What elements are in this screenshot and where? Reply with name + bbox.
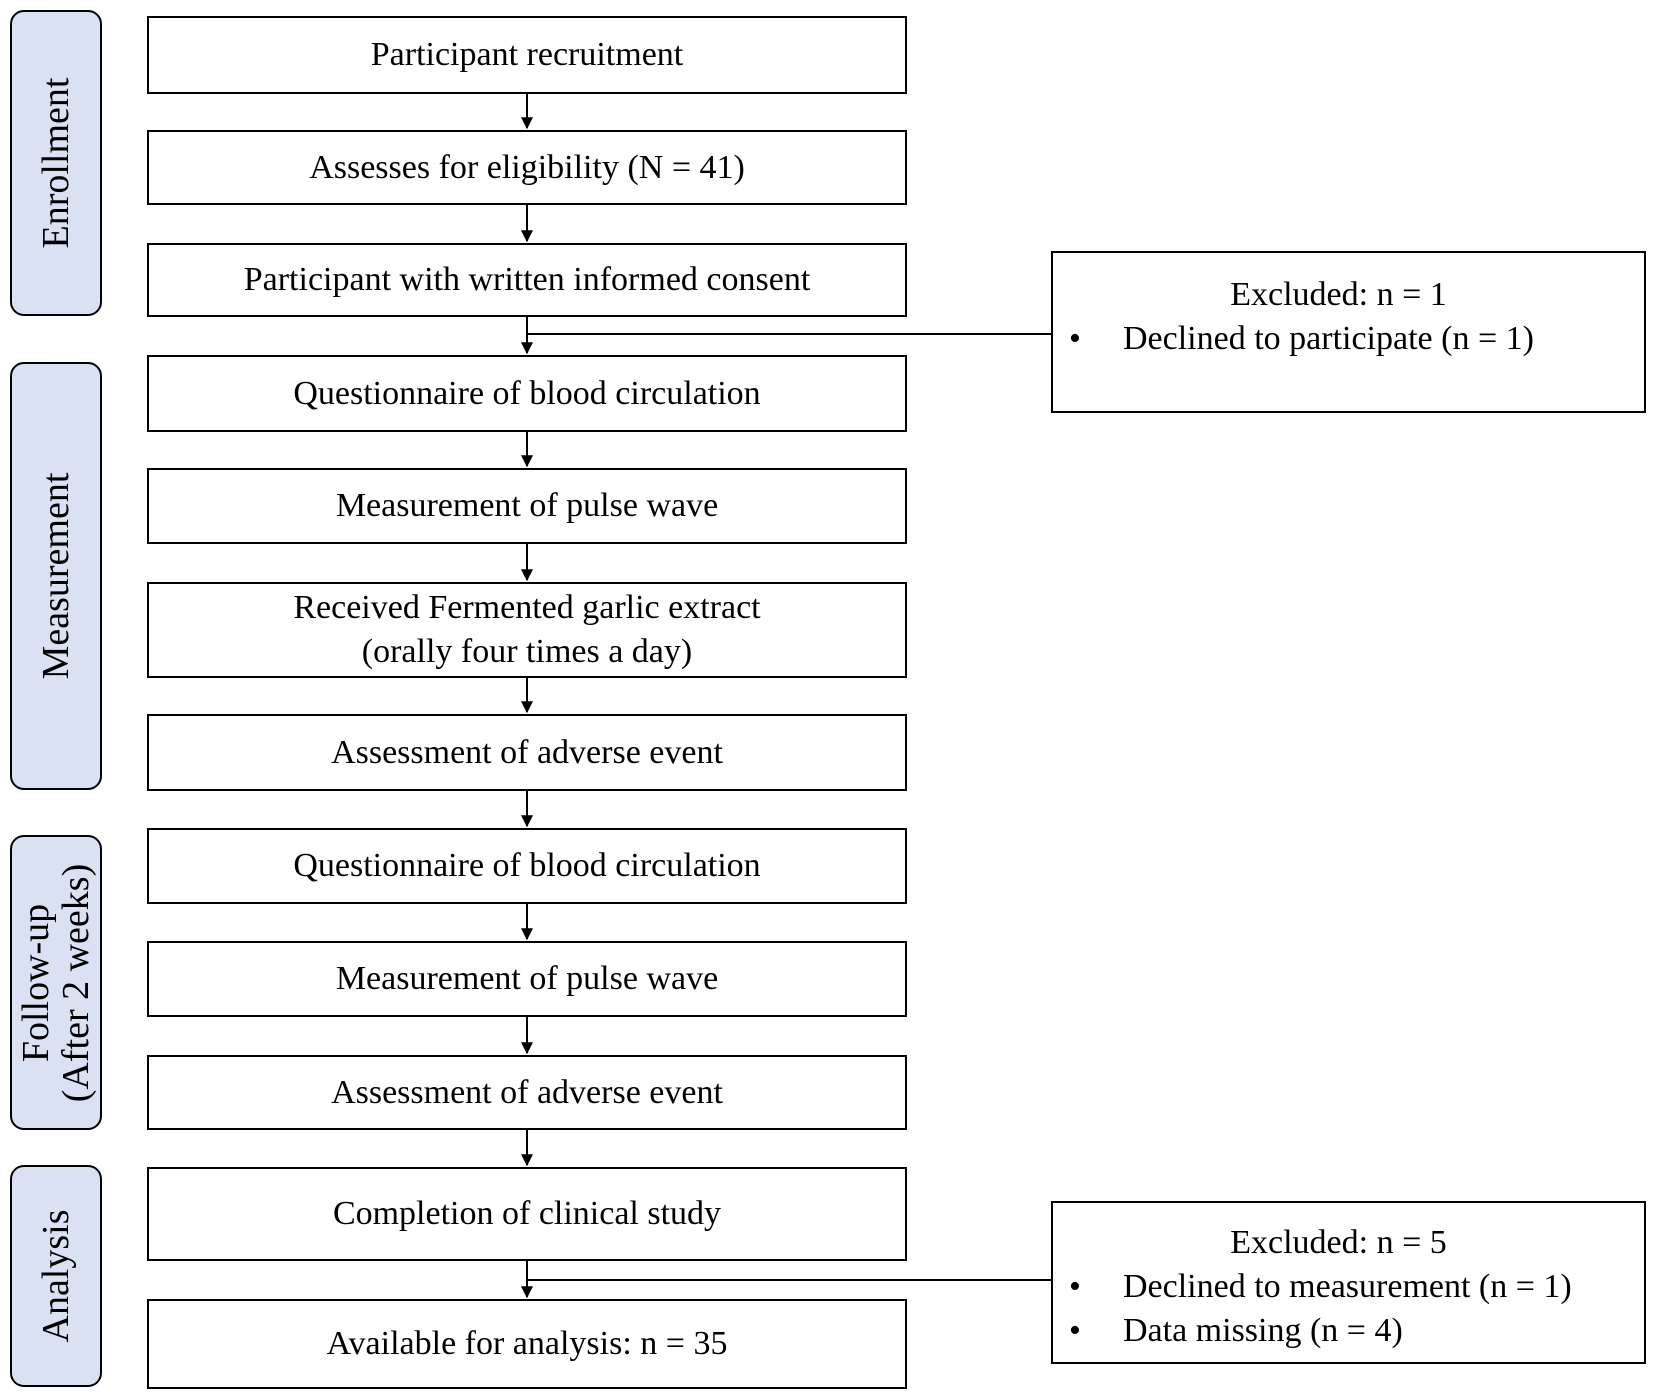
exclusion-1-item: Declined to participate (n = 1) — [1053, 317, 1644, 361]
step-adverse-event-1-text: Assessment of adverse event — [331, 733, 723, 771]
exclusion-box-2: Excluded: n = 5 Declined to measurement … — [1051, 1201, 1646, 1364]
step-participant-recruitment-text: Participant recruitment — [370, 36, 684, 73]
exclusion-2-item: Declined to measurement (n = 1) — [1053, 1265, 1644, 1309]
exclusion-2-title: Excluded: n = 5 — [1230, 1224, 1447, 1261]
step-available-for-analysis: Available for analysis: n = 35 — [147, 1299, 907, 1389]
step-adverse-event-2: Assessment of adverse event — [147, 1055, 907, 1130]
step-consent-text: Participant with written informed consen… — [243, 261, 811, 298]
exclusion-box-1: Excluded: n = 1 Declined to participate … — [1051, 251, 1646, 413]
step-questionnaire-2-text: Questionnaire of blood circulation — [293, 847, 761, 884]
step-pulse-wave-2-text: Measurement of pulse wave — [335, 960, 719, 997]
phase-followup: Follow-up (After 2 weeks) — [10, 835, 102, 1130]
step-garlic-extract: Received Fermented garlic extract (orall… — [147, 582, 907, 678]
step-completion-text: Completion of clinical study — [332, 1195, 722, 1232]
phase-analysis: Analysis — [10, 1165, 102, 1387]
step-pulse-wave-2: Measurement of pulse wave — [147, 941, 907, 1017]
step-questionnaire-2: Questionnaire of blood circulation — [147, 828, 907, 904]
step-eligibility-text: Assesses for eligibility (N = 41) — [309, 148, 745, 186]
step-adverse-event-1: Assessment of adverse event — [147, 714, 907, 791]
step-participant-recruitment: Participant recruitment — [147, 16, 907, 94]
exclusion-2-item: Data missing (n = 4) — [1053, 1309, 1644, 1353]
phase-enrollment: Enrollment — [10, 10, 102, 316]
step-pulse-wave-1-text: Measurement of pulse wave — [335, 487, 719, 524]
step-questionnaire-1: Questionnaire of blood circulation — [147, 355, 907, 432]
step-questionnaire-1-text: Questionnaire of blood circulation — [293, 374, 761, 412]
step-pulse-wave-1: Measurement of pulse wave — [147, 468, 907, 544]
step-garlic-extract-line2: (orally four times a day) — [361, 633, 693, 670]
step-consent: Participant with written informed consen… — [147, 243, 907, 317]
step-available-for-analysis-text: Available for analysis: n = 35 — [326, 1325, 728, 1362]
step-adverse-event-2-text: Assessment of adverse event — [331, 1073, 723, 1111]
phase-measurement: Measurement — [10, 362, 102, 790]
exclusion-1-title: Excluded: n = 1 — [1230, 276, 1447, 313]
step-completion: Completion of clinical study — [147, 1167, 907, 1261]
step-garlic-extract-line1: Received Fermented garlic extract — [293, 589, 761, 626]
step-eligibility: Assesses for eligibility (N = 41) — [147, 130, 907, 205]
